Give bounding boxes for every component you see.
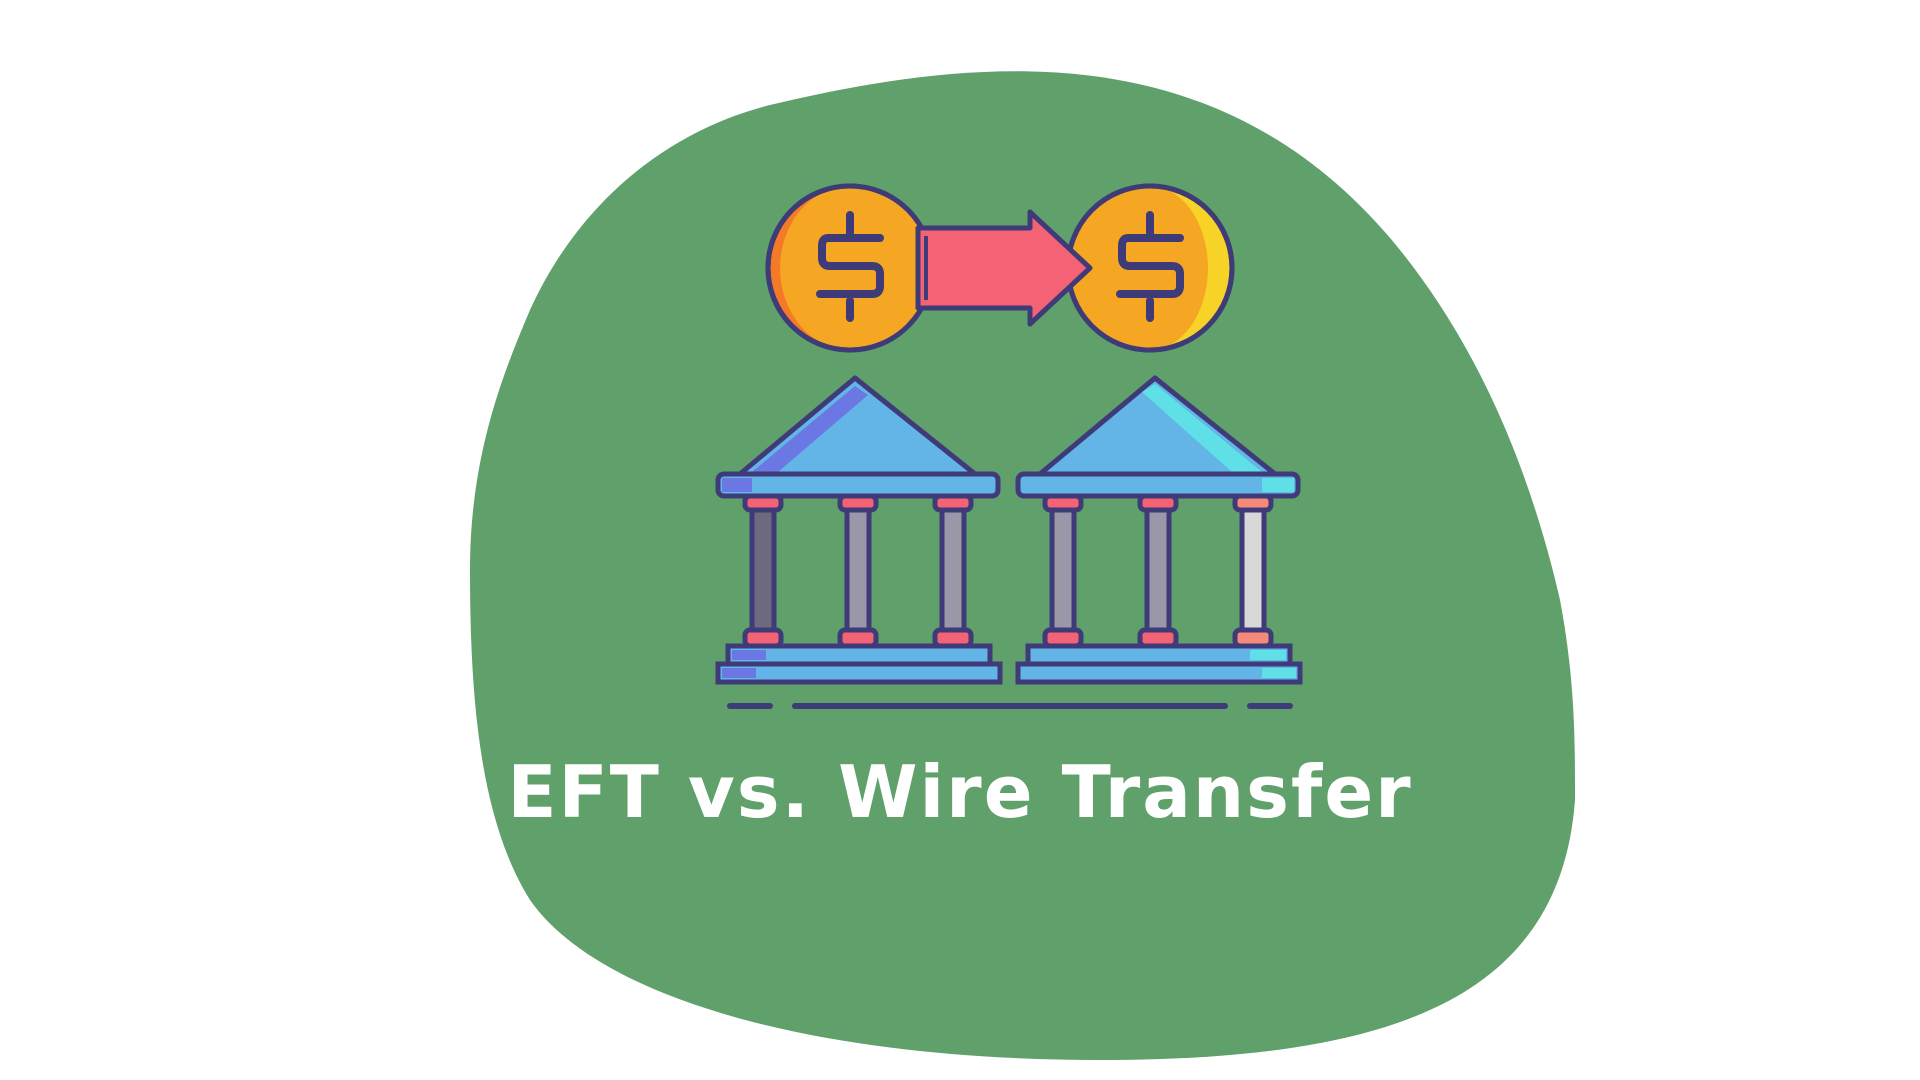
transfer-arrow-icon <box>915 209 1093 327</box>
left-bank-icon <box>715 375 1003 685</box>
left-coin-icon <box>765 183 935 353</box>
right-bank-icon <box>1015 375 1303 685</box>
right-coin-icon <box>1065 183 1235 353</box>
page-title: EFT vs. Wire Transfer <box>507 750 1413 834</box>
